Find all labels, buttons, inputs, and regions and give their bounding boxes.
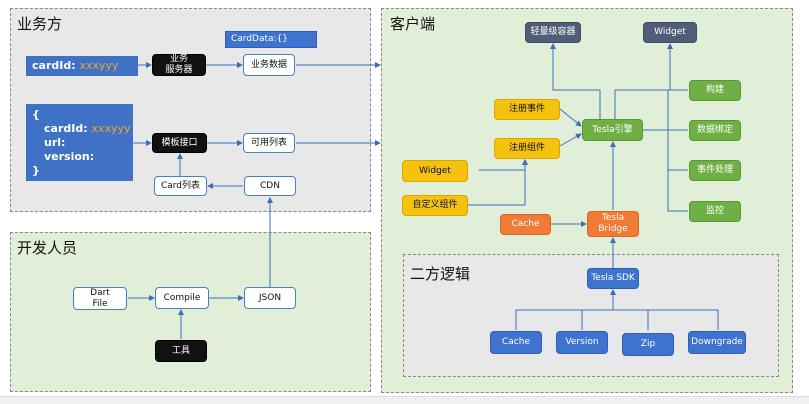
data-binding-node: 数据绑定: [689, 120, 741, 141]
code-version-key: version:: [44, 150, 95, 163]
template-api-node: 模板接口: [152, 133, 207, 153]
custom-component-node: 自定义组件: [402, 195, 468, 216]
second-party-region: 二方逻辑: [403, 254, 779, 377]
link-component-to-engine: [559, 133, 582, 147]
code-url-key: url:: [44, 136, 66, 149]
dart-file-node: Dart File: [73, 287, 127, 310]
register-event-node: 注册事件: [494, 99, 560, 120]
version-node: Version: [556, 331, 608, 354]
link-event-to-engine: [559, 108, 582, 127]
bottom-scroll-area: [0, 396, 809, 404]
business-server-node: 业务 服务器: [152, 54, 206, 76]
link-widget-to-component: [479, 159, 528, 171]
code-close-brace: }: [32, 164, 40, 177]
zip-node: Zip: [622, 333, 674, 356]
cdn-node: CDN: [244, 176, 296, 196]
compile-node: Compile: [155, 287, 209, 309]
business-data-node: 业务数据: [243, 54, 295, 76]
tesla-engine-node: Tesla引擎: [582, 119, 643, 141]
developer-region-title: 开发人员: [17, 239, 78, 257]
build-node: 构建: [689, 80, 741, 101]
link-custom-to-component: [462, 159, 528, 206]
code-card-id-line: cardId: xxxyyy: [32, 122, 131, 136]
card-data-label: CardData:{}: [225, 31, 317, 48]
cache-blue-node: Cache: [490, 331, 542, 354]
widget-yellow-node: Widget: [402, 160, 468, 182]
code-open-brace: {: [32, 108, 40, 121]
downgrade-node: Downgrade: [688, 331, 746, 354]
client-region-title: 客户端: [390, 15, 436, 33]
code-card-id-key: cardId:: [44, 122, 88, 135]
second-party-region-title: 二方逻辑: [410, 265, 471, 283]
widget-top-node: Widget: [643, 22, 697, 43]
available-list-node: 可用列表: [243, 133, 295, 153]
card-list-node: Card列表: [154, 176, 207, 196]
link-engine-to-widget-top: [614, 43, 673, 119]
register-component-node: 注册组件: [494, 138, 560, 159]
link-features-bracket: [667, 89, 688, 212]
tools-node: 工具: [155, 340, 207, 362]
code-card-id-value: xxxyyy: [91, 122, 131, 135]
event-handling-node: 事件处理: [689, 160, 741, 181]
card-id-value: xxxyyy: [79, 59, 119, 72]
card-id-code-block: cardId: xxxyyy: [26, 56, 138, 76]
json-node: JSON: [244, 287, 296, 309]
lightweight-container-node: 轻量级容器: [525, 22, 581, 43]
cache-orange-node: Cache: [500, 214, 551, 235]
monitoring-node: 监控: [689, 201, 741, 222]
template-code-block: { cardId: xxxyyy url: version: }: [26, 104, 133, 181]
business-region-title: 业务方: [17, 15, 63, 33]
card-id-key: cardId:: [32, 59, 76, 72]
developer-region: 开发人员: [10, 232, 371, 392]
tesla-bridge-node: Tesla Bridge: [587, 211, 639, 237]
tesla-sdk-node: Tesla SDK: [587, 268, 639, 289]
link-engine-to-container: [550, 43, 601, 119]
link-sdk-bracket: [515, 309, 719, 330]
